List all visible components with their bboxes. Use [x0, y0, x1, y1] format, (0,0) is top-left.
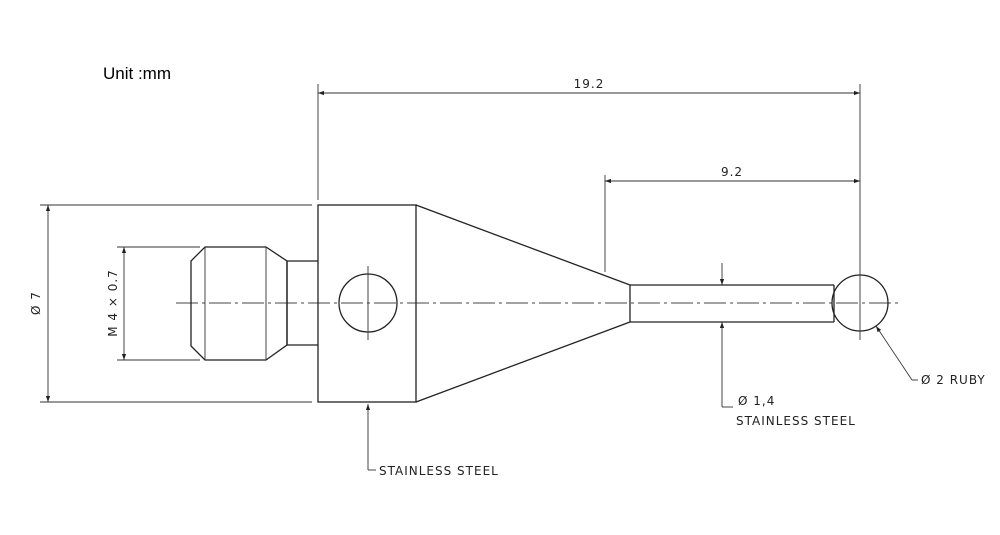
stem-diameter-label: Ø 1,4: [738, 394, 775, 408]
stem-length-dimension: 9.2: [604, 165, 860, 272]
thread-shank: [190, 246, 318, 361]
stem-material-label: STAINLESS STEEL: [736, 414, 856, 428]
ball-diameter-label: Ø 2 RUBY: [921, 373, 986, 387]
thread-dimension: M 4 × 0.7: [106, 246, 200, 361]
overall-length-dimension: 19.2: [317, 77, 861, 268]
cone: [415, 204, 631, 403]
stem: [630, 284, 835, 323]
stem-diameter-dimension: Ø 1,4 STAINLESS STEEL: [719, 263, 856, 428]
unit-label: Unit :mm: [103, 64, 171, 83]
body-material-callout: STAINLESS STEEL: [365, 404, 499, 478]
ruby-ball: [831, 268, 889, 340]
ball-diameter-callout: Ø 2 RUBY: [875, 325, 986, 387]
body-material-label: STAINLESS STEEL: [379, 464, 499, 478]
overall-length-label: 19.2: [574, 77, 605, 91]
stem-length-label: 9.2: [721, 165, 743, 179]
thread-label: M 4 × 0.7: [106, 269, 120, 337]
body-diameter-dimension: Ø 7: [29, 204, 312, 403]
body-diameter-label: Ø 7: [29, 291, 43, 315]
body-block: [317, 204, 417, 403]
